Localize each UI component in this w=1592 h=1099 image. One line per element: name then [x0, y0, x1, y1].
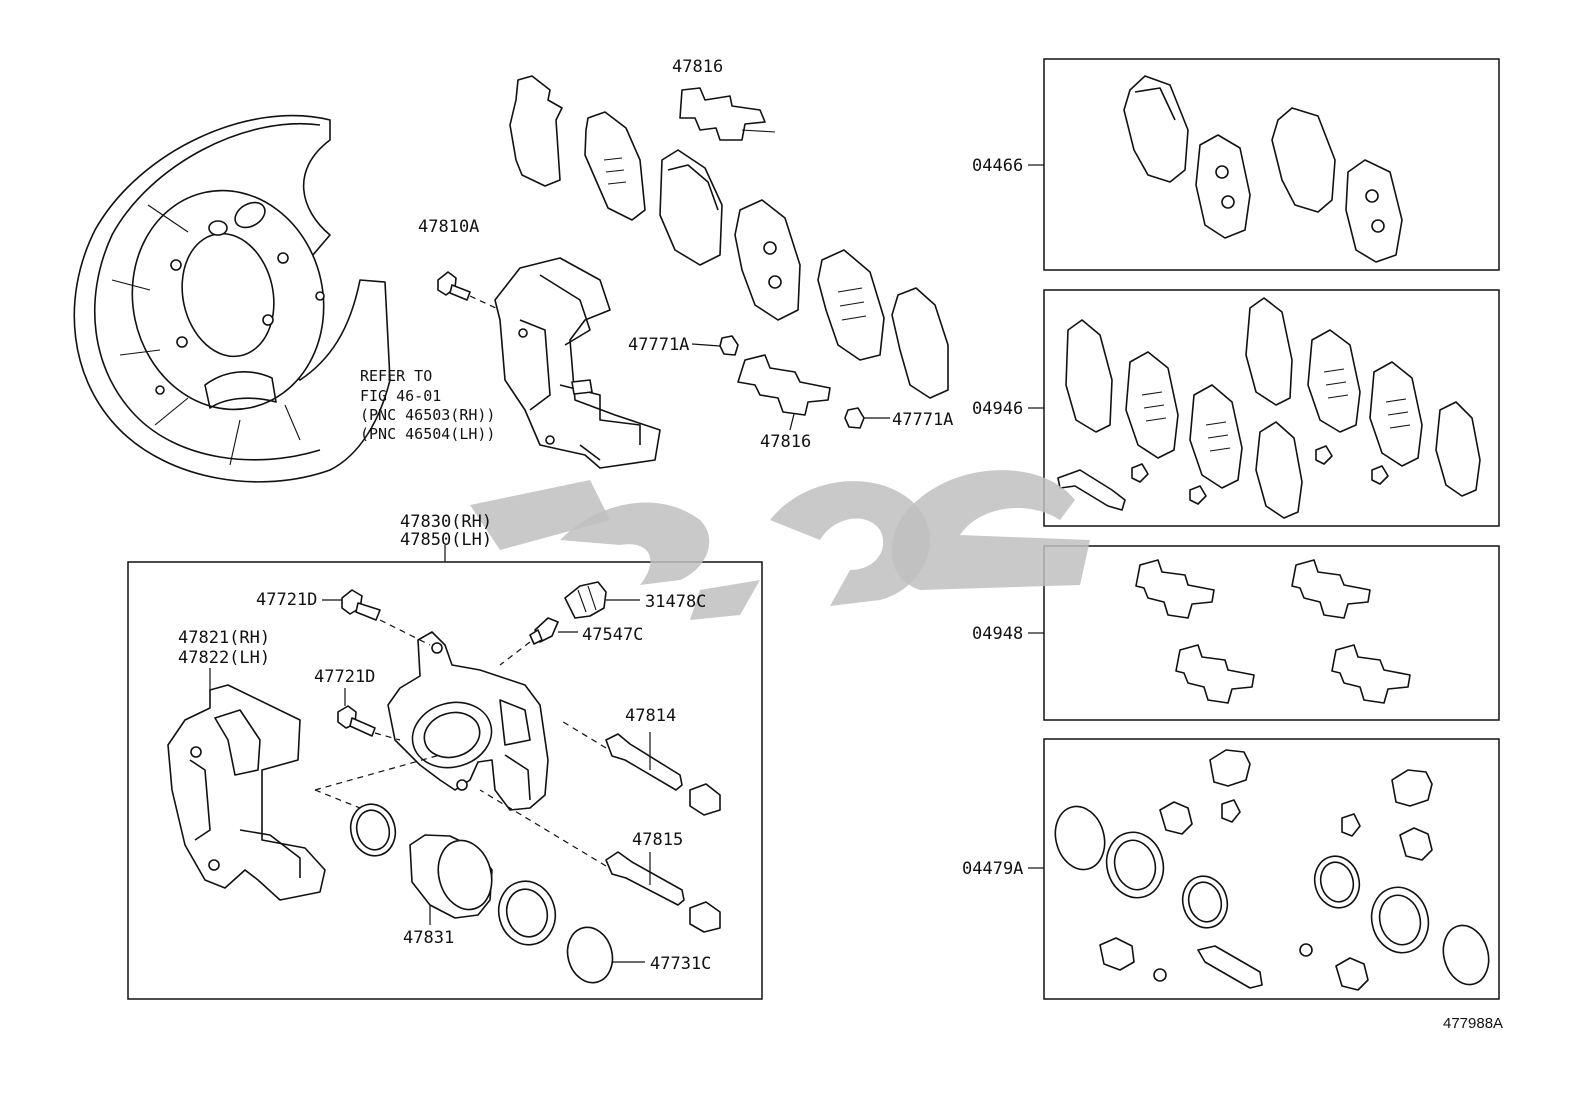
label-kit-04466: 04466 [972, 156, 1023, 176]
label-47721D-mid: 47721D [314, 667, 375, 687]
dust-shield [73, 114, 391, 483]
pad-set-top [509, 75, 949, 399]
clip-47771A-right [844, 407, 865, 429]
diagram-id: 477988A [1443, 1015, 1503, 1032]
kit-04466-pads [1123, 75, 1403, 263]
label-47821: 47821(RH) [178, 628, 270, 648]
clip-47771A-left [719, 335, 739, 356]
piston-47831 [409, 834, 493, 925]
piston-seal [314, 754, 441, 857]
kit-box-04948 [1043, 545, 1500, 721]
caliper-bracket [167, 684, 326, 901]
label-47721D-top: 47721D [256, 590, 317, 610]
kit-04946-pads [1057, 297, 1481, 519]
pin-47814 [559, 719, 721, 816]
label-47771A-left: 47771A [628, 335, 689, 355]
label-47831: 47831 [403, 928, 454, 948]
kit-box-04466 [1043, 58, 1500, 271]
boot-31478C [564, 581, 640, 619]
refer-line-4: (PNC 46504(LH)) [360, 425, 495, 443]
dust-boot [497, 880, 557, 946]
label-kit-04946: 04946 [972, 399, 1023, 419]
label-47731C: 47731C [650, 954, 711, 974]
label-47830: 47830(RH) [400, 512, 492, 532]
bleeder-47547C [499, 617, 578, 666]
label-47816-mid: 47816 [760, 432, 811, 452]
label-kit-04479A: 04479A [962, 859, 1023, 879]
label-47810A: 47810A [418, 217, 479, 237]
label-47816-top: 47816 [672, 57, 723, 77]
refer-line-2: FIG 46-01 [360, 387, 441, 405]
label-47547C: 47547C [582, 625, 643, 645]
label-31478C: 31478C [645, 592, 706, 612]
refer-line-3: (PNC 46503(RH)) [360, 406, 495, 424]
shim-47816-top [679, 87, 776, 141]
label-47850: 47850(LH) [400, 530, 492, 550]
bolt-47810A [437, 271, 501, 311]
kit-box-04479A [1043, 738, 1500, 1000]
oring-47731C [566, 926, 645, 984]
refer-line-1: REFER TO [360, 367, 432, 385]
label-47822: 47822(LH) [178, 648, 270, 668]
kit-04948-shims [1135, 559, 1411, 704]
kit-04479A-seals [1054, 749, 1490, 991]
label-kit-04948: 04948 [972, 624, 1023, 644]
caliper-mount [494, 257, 661, 469]
shim-47816-mid [737, 354, 831, 431]
watermark-logo [470, 470, 1090, 620]
label-47814: 47814 [625, 706, 676, 726]
label-47815: 47815 [632, 830, 683, 850]
pin-47815 [479, 789, 721, 933]
label-47771A-right: 47771A [892, 410, 953, 430]
caliper-body [387, 631, 549, 811]
bolt-47721D-mid [337, 705, 401, 741]
bolt-47721D-top [341, 589, 431, 646]
